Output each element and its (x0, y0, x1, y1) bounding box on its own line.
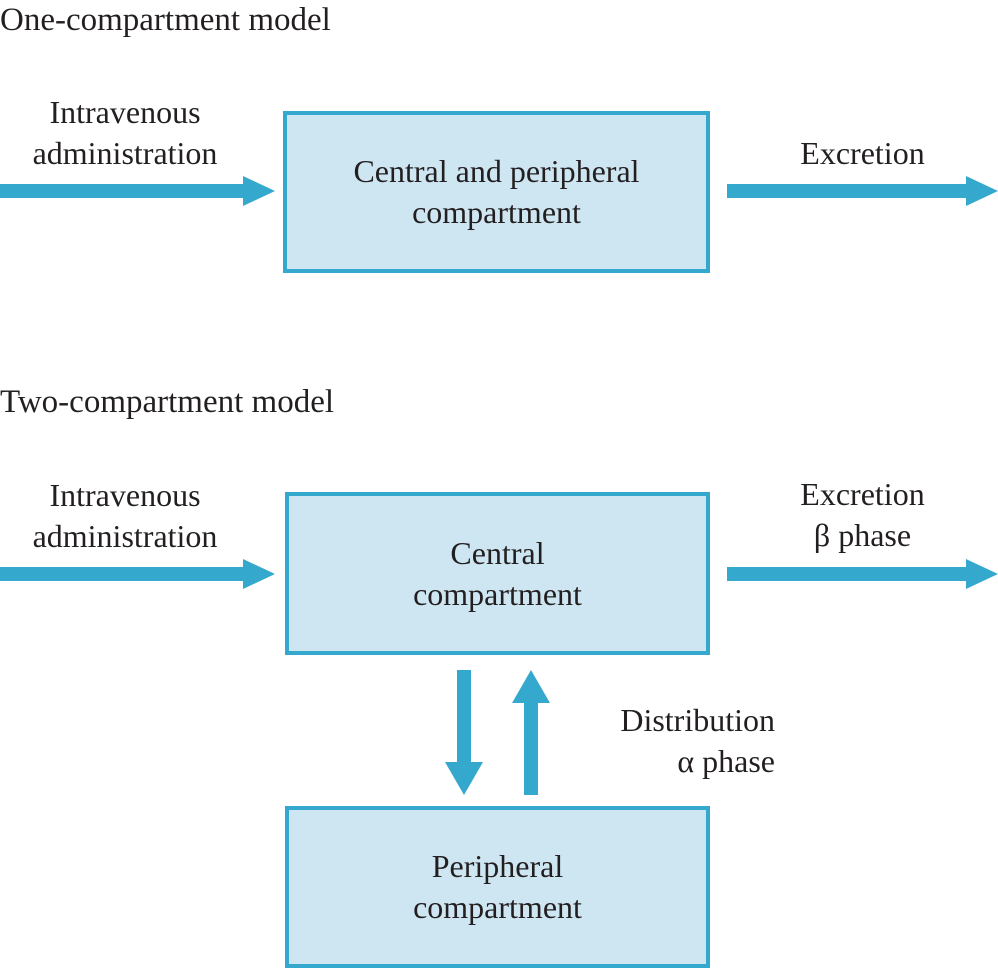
box-label-line2: compartment (413, 889, 582, 925)
distribution-arrow-up (512, 670, 550, 795)
box-central-and-peripheral-compartment: Central and peripheral compartment (283, 111, 710, 273)
box-central-compartment: Central compartment (285, 492, 710, 655)
excretion-label-line1: Excretion (800, 476, 925, 512)
input-label-line2: administration (32, 134, 218, 171)
box-label-line2: compartment (412, 194, 581, 230)
excretion-label-line2: β phase (813, 516, 912, 553)
excretion-arrow-one-compartment (727, 176, 998, 206)
input-label-two-compartment: Intravenous administration (0, 475, 250, 557)
box-central-and-peripheral-label: Central and peripheral compartment (345, 151, 647, 233)
box-label-line1: Central (450, 534, 545, 571)
box-peripheral-compartment: Peripheral compartment (285, 806, 710, 968)
distribution-label-line2: α phase (677, 742, 775, 779)
distribution-arrow-down (445, 670, 483, 795)
excretion-arrow-two-compartment (727, 559, 998, 589)
input-label-line1: Intravenous (49, 94, 201, 130)
iv-administration-arrow-one-compartment (0, 176, 275, 206)
distribution-label-line1: Distribution (620, 702, 775, 738)
excretion-label-two-compartment: Excretion β phase (727, 474, 998, 556)
box-label-line1: Central and peripheral (353, 153, 640, 190)
distribution-label: Distribution α phase (500, 700, 775, 782)
box-peripheral-label: Peripheral compartment (405, 846, 590, 928)
input-label-line1: Intravenous (49, 477, 201, 513)
box-central-label: Central compartment (405, 533, 590, 615)
excretion-label-one-compartment: Excretion (800, 135, 925, 171)
section-heading-one-compartment: One-compartment model (0, 2, 331, 38)
section-heading-two-compartment: Two-compartment model (0, 384, 335, 420)
input-label-line2: administration (32, 517, 218, 554)
box-label-line1: Peripheral (431, 848, 564, 885)
input-label-one-compartment: Intravenous administration (0, 92, 250, 174)
iv-administration-arrow-two-compartment (0, 559, 275, 589)
box-label-line2: compartment (413, 575, 582, 612)
